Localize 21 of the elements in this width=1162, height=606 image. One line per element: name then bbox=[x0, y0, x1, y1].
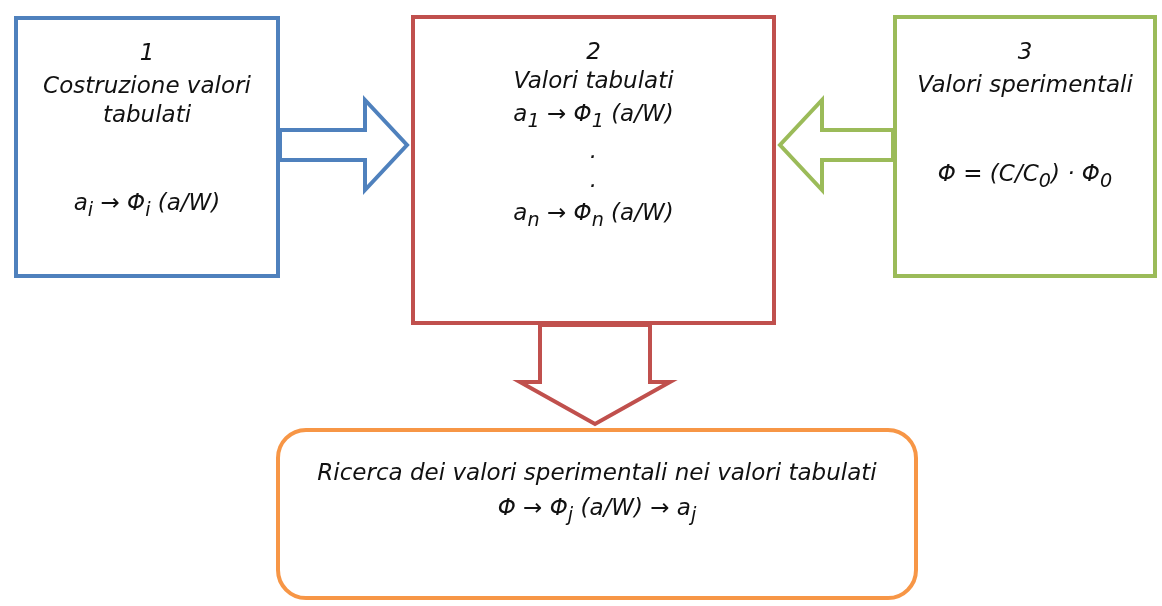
box-text: Φ = (C/C$_{0}$) · Φ$_{0}$ bbox=[937, 158, 1113, 193]
box-text: 2 bbox=[586, 37, 601, 66]
process-box bbox=[276, 428, 918, 600]
block-arrow bbox=[512, 323, 678, 427]
box-text: Valori tabulati bbox=[513, 65, 674, 95]
block-arrow bbox=[777, 94, 895, 196]
box-text: 3 bbox=[1017, 37, 1033, 66]
block-arrow bbox=[278, 94, 410, 196]
box-text: a$_{i}$ → Φ$_{i}$ (a/W) bbox=[73, 188, 221, 222]
box-text: a$_{n}$ → Φ$_{n}$ (a/W) bbox=[513, 197, 674, 232]
box-text: Valori sperimentali bbox=[917, 69, 1133, 99]
box-text: Φ → Φ$_{j}$ (a/W) → a$_{j}$ bbox=[497, 492, 697, 527]
box-text: a$_{1}$ → Φ$_{1}$ (a/W) bbox=[513, 98, 674, 133]
box-text: Costruzione valori tabulati bbox=[42, 70, 252, 129]
box-text: 1 bbox=[139, 38, 155, 67]
process-box bbox=[411, 15, 776, 325]
process-box bbox=[893, 15, 1157, 278]
box-text: . bbox=[589, 164, 598, 194]
process-box bbox=[14, 16, 280, 278]
box-text: Ricerca dei valori sperimentali nei valori tabulati bbox=[317, 458, 877, 487]
box-text: . bbox=[589, 136, 598, 165]
